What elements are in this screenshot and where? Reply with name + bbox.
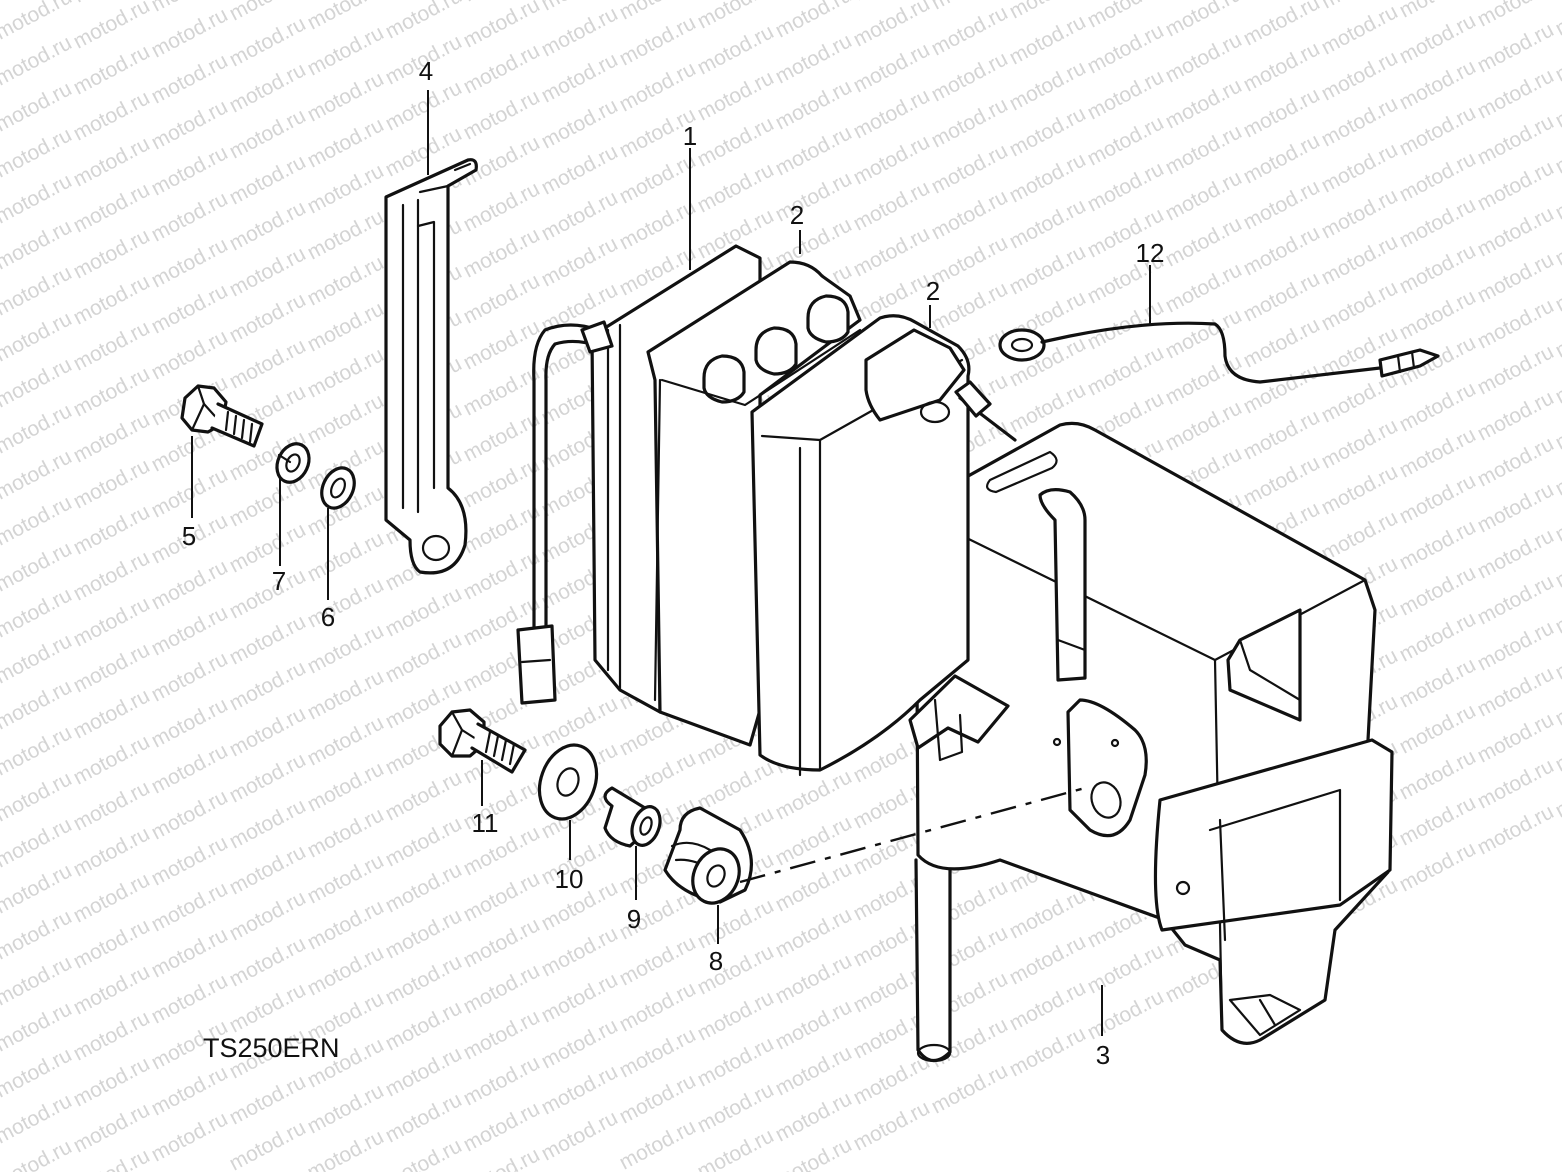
assembly-center-line <box>739 786 1086 884</box>
callout-washer-lock: 7 <box>272 566 286 596</box>
washer-icon <box>320 466 356 510</box>
callout-cap-right: 2 <box>926 276 940 306</box>
watermark-text: motod.ru <box>1552 0 1562 40</box>
washer-icon <box>537 743 599 821</box>
wire-icon <box>998 321 1440 384</box>
callout-case: 3 <box>1096 1040 1110 1070</box>
lock-washer-icon <box>275 442 311 484</box>
callout-washer-large: 10 <box>555 864 584 894</box>
callout-washer-flat: 6 <box>321 602 335 632</box>
callout-bolt-top: 5 <box>182 521 196 551</box>
callout-bolt-bottom: 11 <box>472 808 499 838</box>
callout-battery: 1 <box>683 121 697 151</box>
bolt-icon <box>180 384 264 448</box>
callout-cap-left: 2 <box>790 200 804 230</box>
callout-lead-wire: 12 <box>1136 238 1165 268</box>
model-code: TS250ERN <box>203 1033 340 1063</box>
bolt-icon <box>438 708 527 774</box>
spacer-icon <box>603 786 662 848</box>
cell-cap-row <box>702 294 850 404</box>
callout-bracket: 4 <box>419 56 433 86</box>
leader-lines <box>191 90 1151 1036</box>
grommet-icon <box>663 806 754 905</box>
battery-icon <box>516 244 1017 777</box>
callout-cushion: 8 <box>709 946 723 976</box>
battery-case-icon <box>908 421 1394 1063</box>
callout-labels: 1 2 2 3 4 5 6 7 8 9 10 11 12 <box>182 56 1165 1070</box>
callout-spacer: 9 <box>627 904 641 934</box>
bracket-icon <box>384 158 478 575</box>
